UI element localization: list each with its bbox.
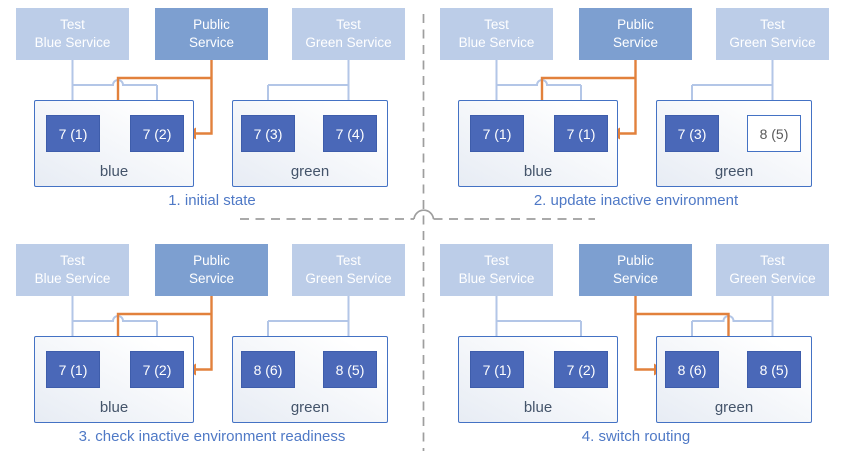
panel-step-4-switch-routing: Test Blue Service Public Service Test Gr…	[424, 236, 848, 464]
environment-label: green	[714, 163, 754, 180]
panel-step-3-check-inactive-environment-readiness: Test Blue Service Public Service Test Gr…	[0, 236, 424, 464]
service-label: Test Blue Service	[458, 17, 535, 50]
test-green-service-box: Test Green Service	[292, 244, 405, 296]
green-pod-2: 7 (4)	[323, 115, 377, 152]
public-service-box: Public Service	[579, 8, 692, 60]
service-label: Test Green Service	[305, 17, 392, 50]
blue-pod-1: 7 (1)	[470, 115, 524, 152]
public-service-box: Public Service	[155, 244, 268, 296]
service-label: Public Service	[612, 17, 658, 50]
blue-environment-box: 7 (1) 7 (2) blue	[458, 336, 618, 423]
green-pod-1: 7 (3)	[241, 115, 295, 152]
service-label: Test Blue Service	[458, 253, 535, 286]
green-pod-2-updating: 8 (5)	[747, 115, 801, 152]
blue-environment-box: 7 (1) 7 (1) blue	[458, 100, 618, 187]
service-label: Test Green Service	[729, 253, 816, 286]
green-environment-box: 8 (6) 8 (5) green	[232, 336, 388, 423]
test-blue-service-box: Test Blue Service	[16, 8, 129, 60]
environment-label: blue	[99, 163, 129, 180]
blue-pod-2: 7 (2)	[130, 351, 184, 388]
step-caption: 2. update inactive environment	[533, 192, 739, 209]
environment-label: green	[714, 399, 754, 416]
service-label: Public Service	[612, 253, 658, 286]
blue-pod-2: 7 (1)	[554, 115, 608, 152]
environment-label: green	[290, 163, 330, 180]
test-blue-service-box: Test Blue Service	[440, 8, 553, 60]
green-pod-1: 8 (6)	[241, 351, 295, 388]
environment-label: blue	[523, 163, 553, 180]
test-green-service-box: Test Green Service	[716, 8, 829, 60]
service-label: Public Service	[188, 17, 234, 50]
green-pod-1: 8 (6)	[665, 351, 719, 388]
green-environment-box: 8 (6) 8 (5) green	[656, 336, 812, 423]
service-label: Test Blue Service	[34, 253, 111, 286]
public-service-box: Public Service	[579, 244, 692, 296]
step-caption: 4. switch routing	[581, 428, 691, 445]
test-blue-service-box: Test Blue Service	[440, 244, 553, 296]
test-green-service-box: Test Green Service	[716, 244, 829, 296]
blue-pod-1: 7 (1)	[470, 351, 524, 388]
blue-pod-1: 7 (1)	[46, 115, 100, 152]
green-pod-2: 8 (5)	[323, 351, 377, 388]
green-environment-box: 7 (3) 8 (5) green	[656, 100, 812, 187]
green-pod-1: 7 (3)	[665, 115, 719, 152]
blue-pod-2: 7 (2)	[554, 351, 608, 388]
test-blue-service-box: Test Blue Service	[16, 244, 129, 296]
blue-environment-box: 7 (1) 7 (2) blue	[34, 100, 194, 187]
panel-step-2-update-inactive-environment: Test Blue Service Public Service Test Gr…	[424, 0, 848, 228]
service-label: Test Blue Service	[34, 17, 111, 50]
test-green-service-box: Test Green Service	[292, 8, 405, 60]
service-label: Test Green Service	[305, 253, 392, 286]
step-caption: 3. check inactive environment readiness	[78, 428, 346, 445]
public-service-box: Public Service	[155, 8, 268, 60]
blue-environment-box: 7 (1) 7 (2) blue	[34, 336, 194, 423]
environment-label: blue	[523, 399, 553, 416]
green-environment-box: 7 (3) 7 (4) green	[232, 100, 388, 187]
environment-label: green	[290, 399, 330, 416]
blue-pod-2: 7 (2)	[130, 115, 184, 152]
step-caption: 1. initial state	[168, 192, 256, 209]
green-pod-2: 8 (5)	[747, 351, 801, 388]
environment-label: blue	[99, 399, 129, 416]
service-label: Public Service	[188, 253, 234, 286]
blue-pod-1: 7 (1)	[46, 351, 100, 388]
service-label: Test Green Service	[729, 17, 816, 50]
panel-step-1-initial-state: Test Blue Service Public Service Test Gr…	[0, 0, 424, 228]
